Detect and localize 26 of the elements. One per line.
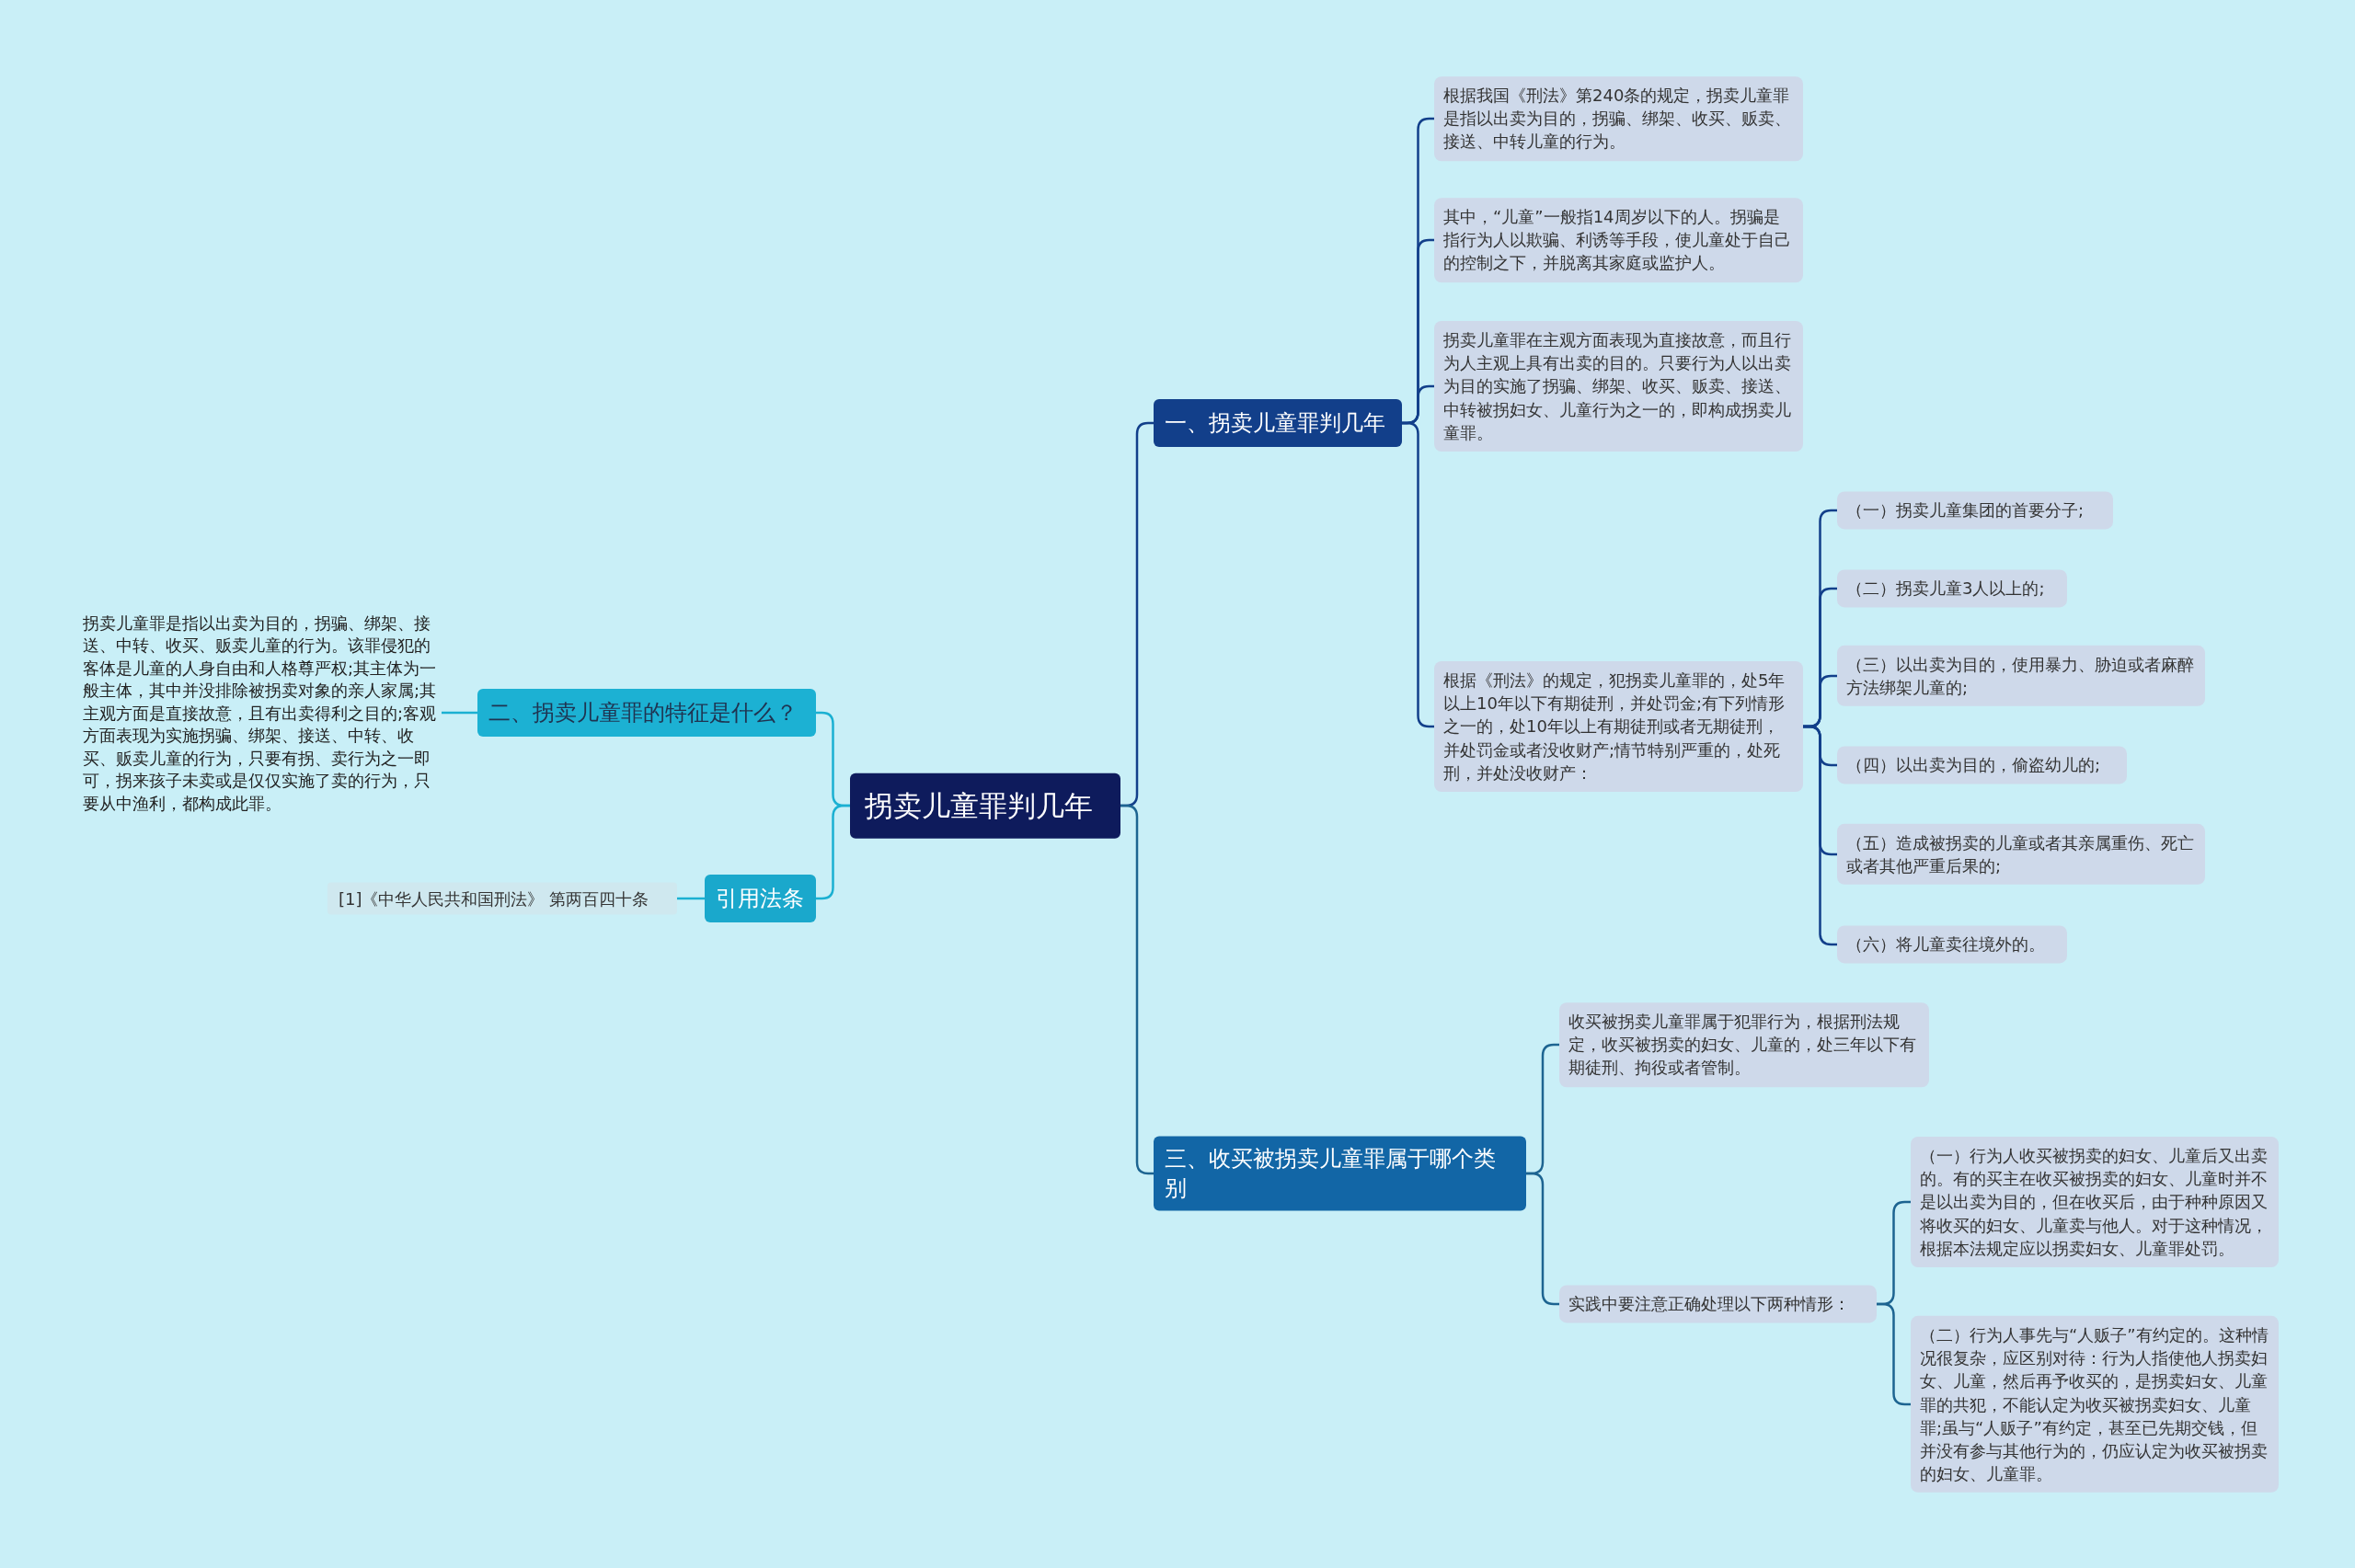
note-box: （二）行为人事先与“人贩子”有约定的。这种情况很复杂，应区别对待：行为人指使他人拐卖妇女、儿童，然后再予收买的，是拐卖妇女、儿童罪的共犯，不能认定为收买被拐卖妇女、儿童罪;虽与“人贩子”有约定，甚至已先期交钱，但并没有参与其他行为的，仍应认定为收买被拐卖的妇女、儿童罪。 <box>1911 1315 2279 1494</box>
note-box: （五）造成被拐卖的儿童或者其亲属重伤、死亡或者其他严重后果的; <box>1837 823 2205 886</box>
branch-topic: 引用法条 <box>705 875 816 922</box>
connector-line <box>442 711 477 715</box>
connector-line <box>677 897 705 900</box>
citation-box: [1]《中华人民共和国刑法》 第两百四十条 <box>327 882 677 915</box>
note-box: （一）行为人收买被拐卖的妇女、儿童后又出卖的。有的买主在收买被拐卖的妇女、儿童时并不是以出卖为目的，但在收买后，由于种种原因又将收买的妇女、儿童卖与他人。对于这种情况，根据本法规定应以拐卖妇女、儿童罪处罚。 <box>1911 1137 2279 1267</box>
note-box: 拐卖儿童罪在主观方面表现为直接故意，而且行为人主观上具有出卖的目的。只要行为人以出卖为目的实施了拐骗、绑架、收买、贩卖、接送、中转被拐妇女、儿童行为之一的，即构成拐卖儿童罪。 <box>1434 321 1803 452</box>
note-box: 收买被拐卖儿童罪属于犯罪行为，根据刑法规定，收买被拐卖的妇女、儿童的，处三年以下有期徒刑、拘役或者管制。 <box>1559 1002 1929 1087</box>
note-text: 拐卖儿童罪是指以出卖为目的，拐骗、绑架、接送、中转、收买、贩卖儿童的行为。该罪侵犯的客体是儿童的人身自由和人格尊严权;其主体为一般主体，其中并没排除被拐卖对象的亲人家属;其主观方面是直接故意，且有出卖得利之目的;客观方面表现为实施拐骗、绑架、接送、中转、收买、贩卖儿童的行为，只要有拐、卖行为之一即可，拐来孩子未卖或是仅仅实施了卖的行为，只要从中渔利，都构成此罪。 <box>83 612 442 816</box>
note-box: 根据《刑法》的规定，犯拐卖儿童罪的，处5年以上10年以下有期徒刑，并处罚金;有下列情形之一的，处10年以上有期徒刑或者无期徒刑，并处罚金或者没收财产;情节特别严重的，处死刑，并处没收财产： <box>1434 661 1803 792</box>
note-box: 其中，“儿童”一般指14周岁以下的人。拐骗是指行为人以欺骗、利诱等手段，使儿童处于自己的控制之下，并脱离其家庭或监护人。 <box>1434 198 1803 282</box>
connector-line <box>1803 725 1837 946</box>
branch-topic: 二、拐卖儿童罪的特征是什么？ <box>477 689 816 737</box>
branch-topic: 三、收买被拐卖儿童罪属于哪个类别 <box>1154 1136 1526 1211</box>
connector-line <box>816 804 850 900</box>
note-box: （二）拐卖儿童3人以上的; <box>1837 569 2067 608</box>
note-box: 根据我国《刑法》第240条的规定，拐卖儿童罪是指以出卖为目的，拐骗、绑架、收买、贩卖、接送、中转儿童的行为。 <box>1434 76 1803 161</box>
note-box: （四）以出卖为目的，偷盗幼儿的; <box>1837 746 2127 784</box>
note-box: （三）以出卖为目的，使用暴力、胁迫或者麻醉方法绑架儿童的; <box>1837 645 2205 707</box>
branch-topic: 一、拐卖儿童罪判几年 <box>1154 399 1402 447</box>
note-box: （六）将儿童卖往境外的。 <box>1837 925 2067 964</box>
note-box: （一）拐卖儿童集团的首要分子; <box>1837 491 2113 530</box>
central-topic: 拐卖儿童罪判几年 <box>850 773 1120 839</box>
note-box: 实践中要注意正确处理以下两种情形： <box>1559 1285 1877 1323</box>
connector-line <box>1877 1302 1911 1406</box>
